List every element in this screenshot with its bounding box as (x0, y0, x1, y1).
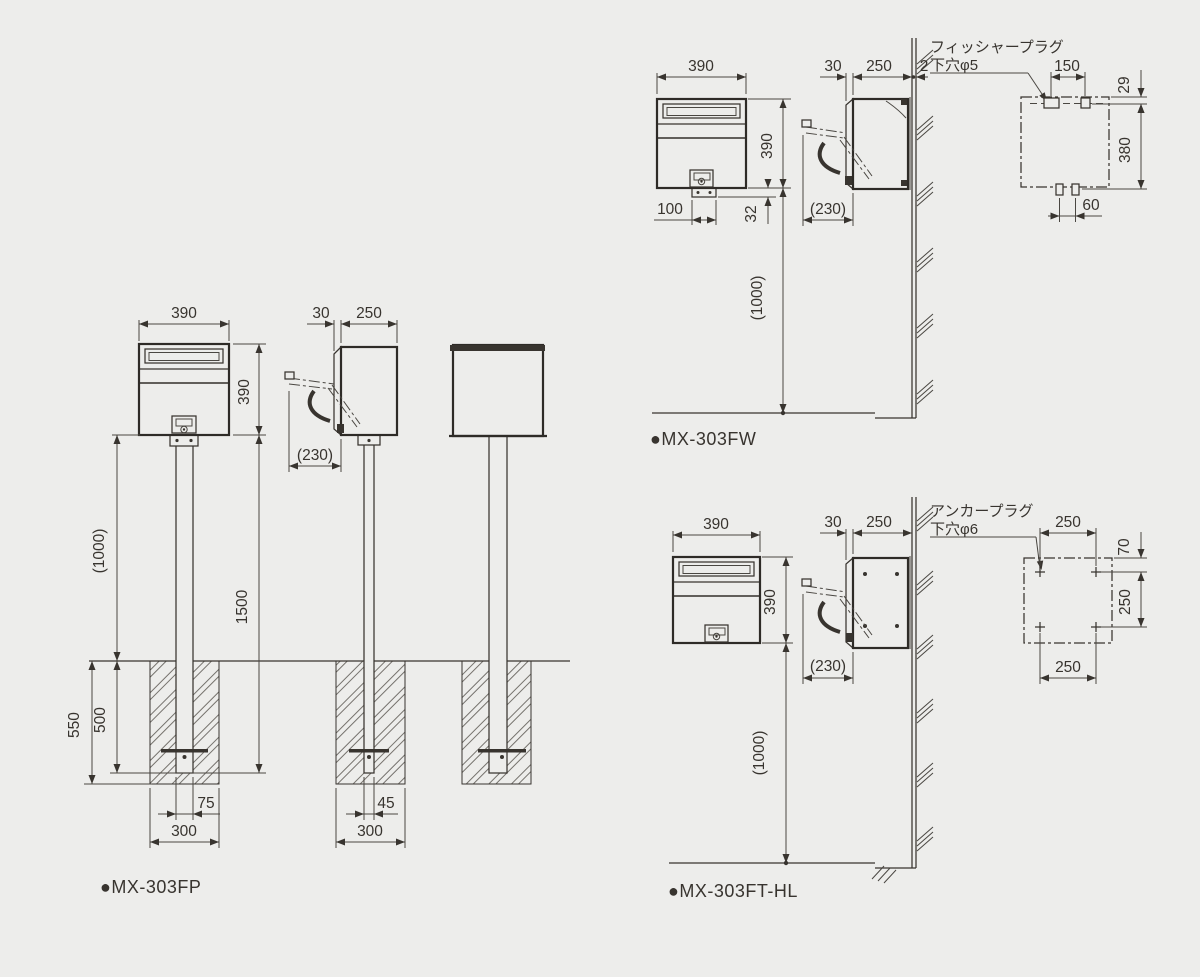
fp-front-width-dim: 390 (171, 305, 197, 322)
ft-door-dim: 30 (824, 514, 842, 531)
fp-front-view (137, 342, 231, 447)
ft-hole-pitch-side-dim: 250 (1117, 589, 1134, 615)
fw-wall (875, 38, 934, 419)
ft-anchor-cross-marks (1035, 567, 1101, 632)
ft-plug-note-line1: アンカープラグ (930, 503, 1034, 520)
ft-front-width-dim: 390 (703, 516, 729, 533)
ft-dimensions: 390 390 (1000) 30 250 (230) (672, 514, 912, 866)
ft-wall-base-ticks (871, 865, 897, 884)
ft-wall (871, 497, 934, 884)
fw-hole-top-offset-dim: 29 (1116, 76, 1133, 93)
fp-above-ground-dim: (1000) (91, 529, 108, 574)
ft-door-knob (801, 578, 812, 587)
ft-hole-pitch-bottom-dim: 250 (1055, 659, 1081, 676)
fw-hole-pattern: フィッシャープラグ 下穴φ5 150 29 380 (930, 39, 1147, 222)
fw-depth-dim: 250 (866, 58, 892, 75)
fw-bracket-width-dim: 100 (657, 201, 683, 218)
ft-product-label: ●MX-303FT-HL (668, 881, 798, 901)
fp-dimensions: 390 390 30 250 (230) (1000) 1500 500 550 (66, 305, 406, 848)
fp-foundations (149, 660, 532, 785)
fw-dimensions: 390 390 100 32 (1000) 30 250 2 (654, 58, 929, 416)
fw-front-height-dim: 390 (759, 133, 776, 159)
fp-product-label: ●MX-303FP (100, 877, 201, 897)
fw-side-view (801, 97, 911, 191)
ft-hole-pattern: アンカープラグ 下穴φ6 250 70 250 (930, 503, 1147, 684)
fp-posts (161, 434, 526, 774)
fp-pole-width-front-dim: 75 (197, 795, 214, 812)
ft-front-height-dim: 390 (762, 589, 779, 615)
ft-door-open-dim: (230) (810, 658, 846, 675)
fw-front-view (655, 97, 748, 198)
fp-door-open-dim: (230) (297, 447, 333, 464)
fp-door-knob (284, 371, 295, 380)
ft-depth-dim: 250 (866, 514, 892, 531)
ft-door-swing-arrow (817, 600, 841, 634)
fw-plug-note-line1: フィッシャープラグ (930, 39, 1064, 56)
ft-hole-pitch-top-dim: 250 (1055, 514, 1081, 531)
fw-door-swing-arrow (817, 141, 841, 175)
ft-wall-hatch-ticks (916, 506, 934, 852)
ft-plug-note-line2: 下穴φ6 (930, 521, 978, 538)
fw-plug-note-line2: 下穴φ5 (930, 57, 978, 74)
fw-front-width-dim: 390 (688, 58, 714, 75)
fp-diagram: 390 390 30 250 (230) (1000) 1500 500 550 (66, 305, 570, 897)
fp-pole-width-side-dim: 45 (377, 795, 394, 812)
fw-above-ground-dim: (1000) (749, 276, 766, 321)
fw-diagram: 390 390 100 32 (1000) 30 250 2 (650, 38, 1147, 449)
ft-front-view (671, 555, 762, 645)
fw-wall-hatch-ticks (916, 49, 934, 405)
fw-door-knob (801, 119, 812, 128)
fw-product-label: ●MX-303FW (650, 429, 756, 449)
fw-hole-pitch-top-dim: 150 (1054, 58, 1080, 75)
fp-footing-width-side-dim: 300 (357, 823, 383, 840)
fp-front-height-dim: 390 (236, 379, 253, 405)
fp-back-view (449, 343, 547, 438)
ft-above-ground-dim: (1000) (751, 731, 768, 776)
fw-wall-gap-dim: 2 (920, 58, 929, 75)
fw-hole-span-dim: 380 (1117, 137, 1134, 163)
fw-door-open-dim: (230) (810, 201, 846, 218)
fp-side-view (284, 345, 399, 446)
ft-diagram: 390 390 (1000) 30 250 (230) アンカープラグ 下穴φ6 (668, 497, 1147, 901)
ft-hole-top-offset-dim: 70 (1116, 538, 1133, 556)
fw-hole-pitch-bottom-dim: 60 (1082, 197, 1100, 214)
fp-footing-width-front-dim: 300 (171, 823, 197, 840)
fp-pit-depth-dim: 550 (66, 712, 83, 738)
fp-embed-depth-dim: 500 (92, 707, 109, 733)
fp-door-dim: 30 (312, 305, 330, 322)
fp-depth-dim: 250 (356, 305, 382, 322)
fp-door-swing-arrow (307, 389, 331, 423)
fp-pole-length-dim: 1500 (234, 589, 251, 624)
fw-bracket-drop-dim: 32 (743, 205, 760, 222)
fw-door-dim: 30 (824, 58, 842, 75)
ft-side-view (801, 556, 911, 650)
